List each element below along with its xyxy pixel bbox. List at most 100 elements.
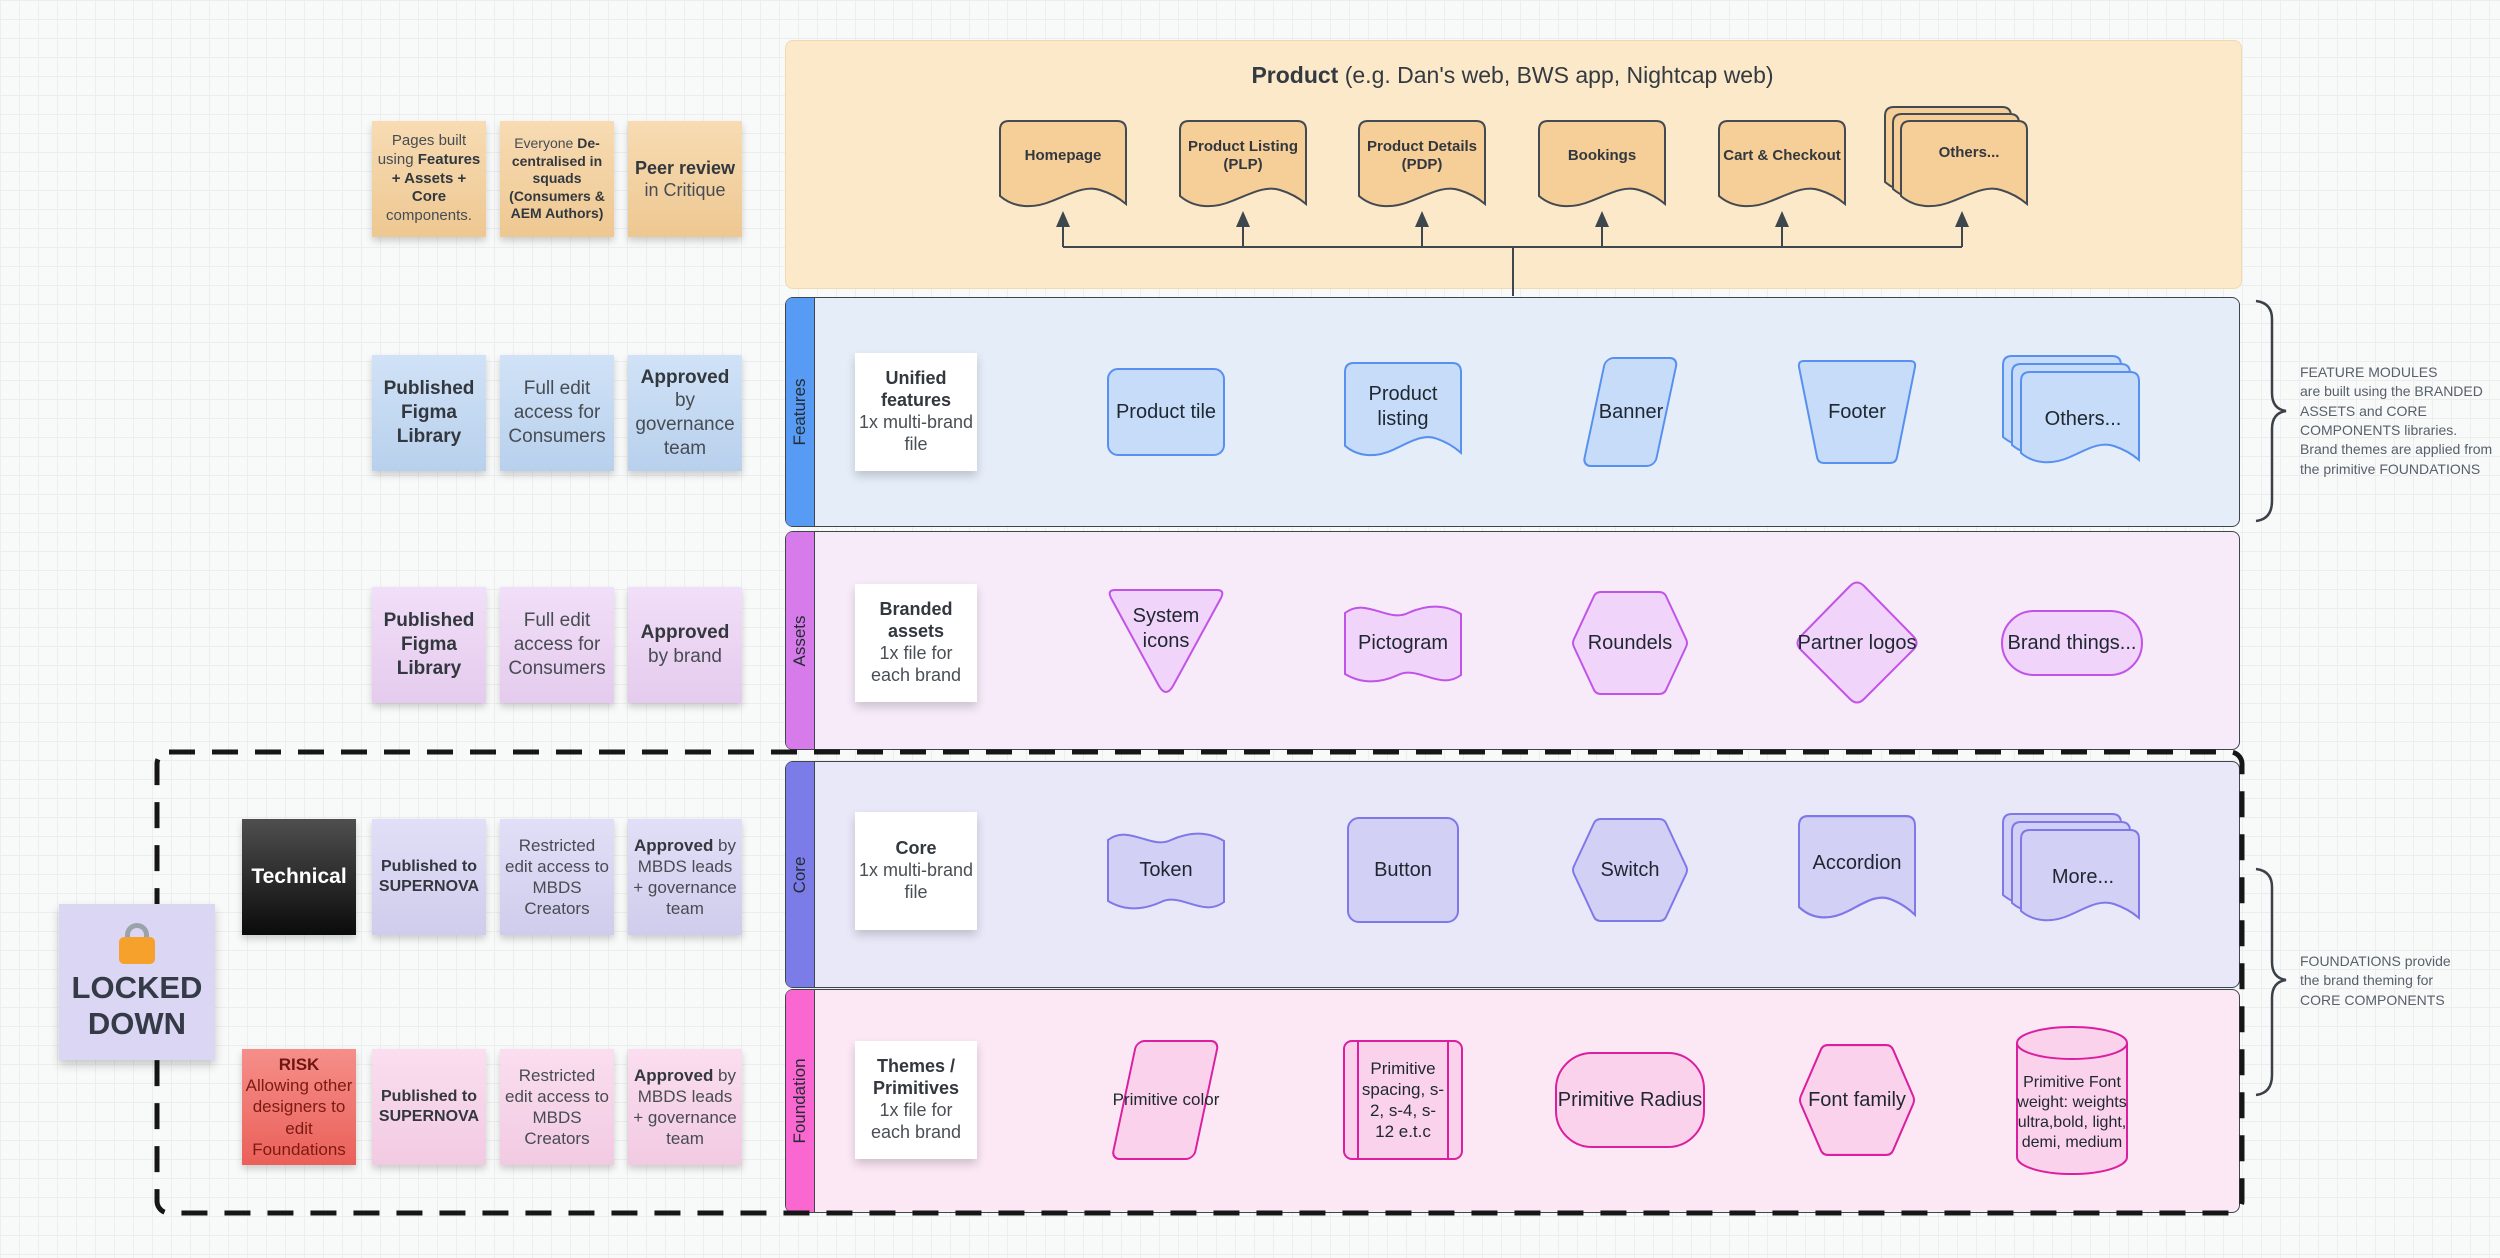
page-doc-label: Bookings (1567, 147, 1637, 164)
shape-pictogram[interactable]: Pictogram (1344, 595, 1462, 692)
shape-features-others[interactable]: Others... (2002, 355, 2142, 471)
shape-label: Brand things... (2007, 631, 2137, 654)
diamond-shape-icon (1796, 581, 1918, 704)
shape-label: Accordion (1812, 851, 1902, 874)
shape-core-more[interactable]: More... (2002, 813, 2142, 929)
sticky-note-peer-review[interactable]: Peer review in Critique (628, 121, 742, 237)
shape-partner-logos[interactable]: Partner logos (1792, 578, 1922, 708)
features-band[interactable]: Features (785, 297, 2240, 527)
shape-brand-things[interactable]: Brand things... (2001, 610, 2143, 676)
sticky-note-foundation-restricted[interactable]: Restricted edit access to MBDS Creators (500, 1049, 614, 1165)
locked-down-note[interactable]: LOCKED DOWN (59, 904, 215, 1060)
shape-primitive-font-weight[interactable]: Primitive Font weight: weights ultra,bol… (2016, 1025, 2128, 1175)
shape-font-family[interactable]: Font family (1798, 1043, 1916, 1157)
shape-primitive-color[interactable]: Primitive color (1111, 1040, 1221, 1160)
lock-icon (119, 922, 155, 964)
core-file-card[interactable]: Core 1x multi-brand file (855, 812, 977, 930)
sticky-note-assets-published[interactable]: Published Figma Library (372, 587, 486, 703)
page-doc-plp[interactable]: Product Listing (PLP) (1179, 120, 1307, 212)
shape-button[interactable]: Button (1347, 817, 1459, 923)
shape-accordion[interactable]: Accordion (1797, 814, 1917, 925)
assets-file-card[interactable]: Branded assets 1x file for each brand (855, 584, 977, 702)
band-label: Foundation (790, 1058, 809, 1144)
sticky-note-assets-access[interactable]: Full edit access for Consumers (500, 587, 614, 703)
sticky-note-text: Everyone De-centralised in squads (Consu… (509, 135, 605, 222)
sticky-note-features-published[interactable]: Published Figma Library (372, 355, 486, 471)
shape-banner[interactable]: Banner (1582, 357, 1680, 467)
card-title: Unified features (880, 368, 952, 411)
features-band-strip: Features (786, 298, 815, 526)
shape-label: More... (2051, 865, 2115, 888)
annotation-feature-modules[interactable]: FEATURE MODULES are built using the BRAN… (2300, 364, 2493, 477)
shape-label: System icons (1132, 605, 1200, 652)
shape-primitive-spacing[interactable]: Primitive spacing, s-2, s-4, s-12 e.t.c (1343, 1040, 1463, 1160)
page-doc-label: Cart & Checkout (1723, 147, 1841, 164)
sticky-note-text: Technical (251, 864, 347, 888)
page-doc-label: Product Listing (PLP) (1188, 138, 1298, 173)
sticky-note-core-restricted[interactable]: Restricted edit access to MBDS Creators (500, 819, 614, 935)
sticky-note-text: Approved by MBDS leads + governance team (633, 1065, 737, 1149)
shape-system-icons[interactable]: System icons (1107, 589, 1225, 697)
sticky-note-foundation-approved[interactable]: Approved by MBDS leads + governance team (628, 1049, 742, 1165)
page-doc-label: Others... (1938, 144, 2000, 161)
shape-label: Primitive Radius (1557, 1088, 1703, 1111)
shape-label: Switch (1600, 858, 1660, 881)
sticky-note-foundation-published[interactable]: Published to SUPERNOVA (372, 1049, 486, 1165)
sticky-note-text: Restricted edit access to MBDS Creators (505, 835, 609, 919)
sticky-note-features-access[interactable]: Full edit access for Consumers (500, 355, 614, 471)
shape-label: Others... (2044, 407, 2122, 430)
sticky-note-core-published[interactable]: Published to SUPERNOVA (372, 819, 486, 935)
sticky-note-features-approved[interactable]: Approved by governance team (628, 355, 742, 471)
sticky-note-text: Published to SUPERNOVA (378, 858, 480, 895)
page-doc-others[interactable]: Others... (1884, 106, 2034, 216)
shape-primitive-radius[interactable]: Primitive Radius (1555, 1052, 1705, 1148)
sticky-note-text: Full edit access for Consumers (508, 378, 606, 447)
sticky-note-assets-approved[interactable]: Approved by brand (628, 587, 742, 703)
shape-label: Roundels (1587, 631, 1673, 654)
sticky-note-text: Approved by MBDS leads + governance team (633, 835, 737, 919)
page-doc-homepage[interactable]: Homepage (999, 120, 1127, 212)
sticky-note-pages-built[interactable]: Pages built using Features + Assets + Co… (372, 121, 486, 237)
sticky-note-text: Restricted edit access to MBDS Creators (505, 1065, 609, 1149)
band-label: Features (790, 378, 809, 446)
product-band-title: Product (e.g. Dan's web, BWS app, Nightc… (785, 62, 2240, 89)
band-label: Core (790, 856, 809, 893)
triangle-down-shape-icon (1108, 589, 1224, 693)
shape-label: Primitive Font weight: weights ultra,bol… (2017, 1074, 2127, 1151)
page-doc-cart-checkout[interactable]: Cart & Checkout (1718, 120, 1846, 212)
shape-label: Product tile (1115, 400, 1217, 423)
shape-label: Partner logos (1797, 631, 1917, 654)
shape-switch[interactable]: Switch (1571, 818, 1689, 922)
sticky-note-text: Approved by governance team (635, 366, 735, 459)
shape-label: Token (1139, 859, 1193, 881)
sticky-note-text: Published Figma Library (383, 610, 475, 679)
page-doc-pdp[interactable]: Product Details (PDP) (1358, 120, 1486, 212)
foundation-band-strip: Foundation (786, 990, 815, 1212)
card-subtitle: 1x multi-brand file (858, 412, 974, 454)
foundation-file-card[interactable]: Themes / Primitives 1x file for each bra… (855, 1041, 977, 1159)
shape-product-tile[interactable]: Product tile (1107, 368, 1225, 456)
assets-band[interactable]: Assets (785, 531, 2240, 750)
shape-product-listing[interactable]: Product listing (1343, 362, 1463, 462)
shape-label: Banner (1598, 400, 1664, 423)
features-file-card[interactable]: Unified features 1x multi-brand file (855, 353, 977, 471)
shape-label: Product listing (1368, 383, 1438, 430)
shape-roundels[interactable]: Roundels (1571, 591, 1689, 695)
shape-label: Button (1374, 858, 1432, 881)
shape-token[interactable]: Token (1107, 822, 1225, 919)
trapezoid-shape-icon (1797, 360, 1917, 464)
shape-footer[interactable]: Footer (1797, 360, 1917, 464)
curly-braces (2255, 299, 2287, 1097)
shape-label: Footer (1828, 400, 1886, 423)
annotation-foundations[interactable]: FOUNDATIONS provide the brand theming fo… (2300, 953, 2451, 1008)
sticky-note-decentralised[interactable]: Everyone De-centralised in squads (Consu… (500, 121, 614, 237)
sticky-note-core-approved[interactable]: Approved by MBDS leads + governance team (628, 819, 742, 935)
product-title-bold: Product (1251, 62, 1339, 88)
sticky-note-text: Approved by brand (640, 622, 730, 667)
page-doc-bookings[interactable]: Bookings (1538, 120, 1666, 212)
sticky-note-technical[interactable]: Technical (242, 819, 356, 935)
card-subtitle: 1x file for each brand (870, 1100, 962, 1142)
